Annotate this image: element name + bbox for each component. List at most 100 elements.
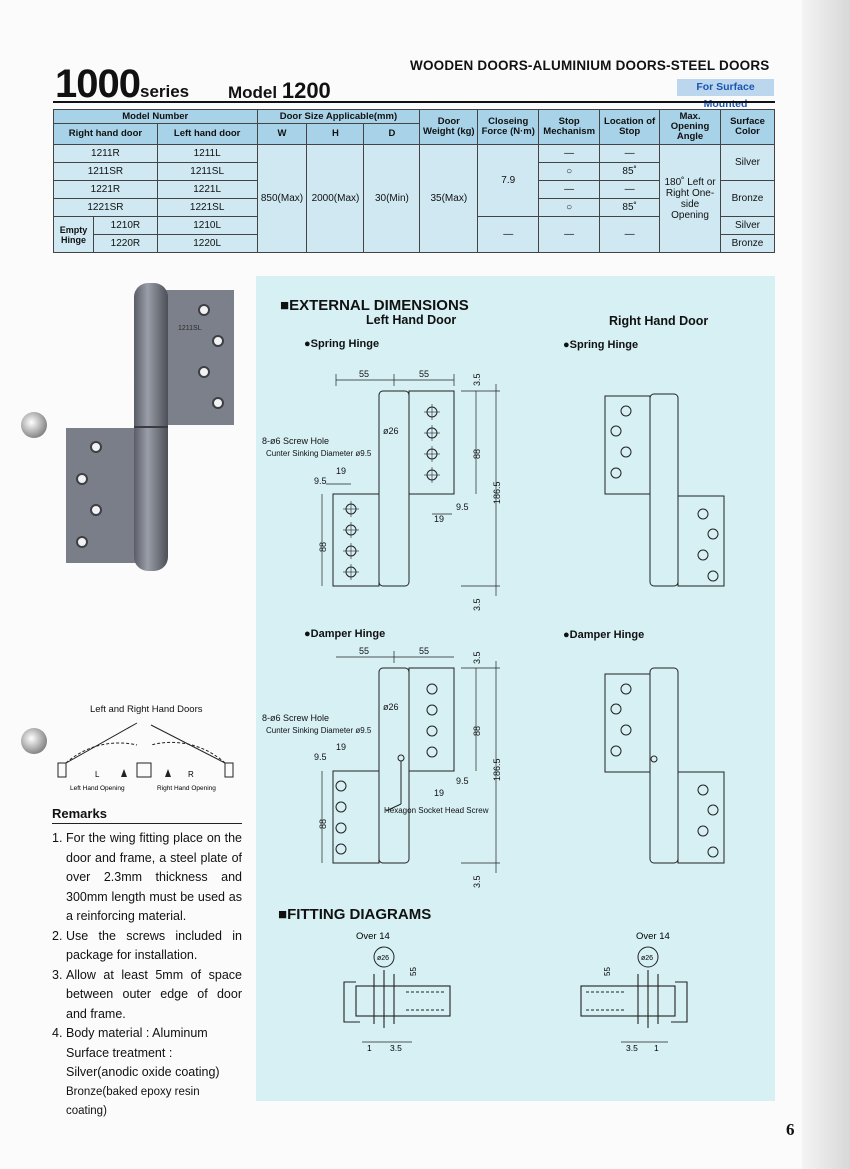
table-cell-color-silver: Silver [719, 144, 776, 181]
svg-text:9.5: 9.5 [314, 752, 327, 762]
fitting-diagrams-title: ■FITTING DIAGRAMS [278, 906, 432, 923]
svg-text:55: 55 [419, 646, 429, 656]
svg-text:9.5: 9.5 [456, 502, 469, 512]
center-frame [136, 762, 152, 778]
svg-text:19: 19 [434, 514, 444, 524]
table-cell-left: 1221SL [156, 198, 258, 217]
lower-leaf [677, 771, 725, 864]
table-cell-h: 2000(Max) [306, 144, 365, 253]
svg-text:55: 55 [419, 369, 429, 379]
door-section [580, 985, 676, 1017]
remark-item: 1.For the wing fitting place on the door… [52, 831, 242, 923]
svg-text:ø26: ø26 [377, 955, 389, 962]
left-swing-arc [65, 742, 138, 764]
page-number: 6 [786, 1120, 795, 1139]
remark-item: 4.Body material : Aluminum [52, 1026, 208, 1040]
table-cell-left: 1221L [156, 180, 258, 199]
svg-text:3.5: 3.5 [472, 651, 482, 664]
th-door-size: Door Size Applicable(mm) [256, 109, 421, 124]
knuckle-circle [637, 946, 659, 968]
remark-item: Silver(anodic oxide coating) [66, 1065, 220, 1079]
table-cell-color-bronze: Bronze [719, 180, 776, 217]
page-edge-shadow [802, 0, 850, 1169]
table-cell-stop: — [538, 216, 601, 253]
left-spring-drawing: 55 55 ø26 8-ø6 Screw Hole Cunter Sinking… [262, 369, 502, 611]
svg-text:9.5: 9.5 [456, 776, 469, 786]
svg-text:Hexagon Socket Head Screw: Hexagon Socket Head Screw [384, 806, 489, 815]
hinge-stamp: 1211SL [178, 325, 202, 332]
svg-text:8-ø6 Screw Hole: 8-ø6 Screw Hole [262, 713, 329, 723]
svg-text:19: 19 [434, 788, 444, 798]
table-cell-left: 1210L [156, 216, 258, 235]
th-width: W [256, 123, 308, 145]
hinge-screw-holes [76, 304, 224, 548]
svg-text:55: 55 [359, 369, 369, 379]
drawings-panel: ■EXTERNAL DIMENSIONS Left Hand Door Righ… [256, 276, 775, 1101]
dimension-lines [321, 374, 500, 596]
table-cell-force-empty: — [477, 216, 540, 253]
series-title: 1000series [55, 62, 189, 107]
surface-mounted-badge: For Surface Mounted [677, 79, 774, 110]
svg-text:3.5: 3.5 [472, 373, 482, 386]
svg-text:19: 19 [336, 466, 346, 476]
upper-leaf [604, 395, 651, 495]
barrel [378, 390, 410, 587]
series-number: 1000 [55, 62, 141, 106]
binder-hole-lower [21, 728, 47, 754]
svg-text:88: 88 [472, 449, 482, 459]
header-rule [53, 101, 775, 103]
table-cell-location: — [599, 144, 661, 163]
barrel [649, 667, 679, 864]
table-cell-left: 1220L [156, 234, 258, 253]
table-cell-stop: ○ [538, 198, 601, 217]
table-cell-right: 1221SR [53, 198, 158, 217]
table-cell-force: 7.9 [477, 144, 540, 217]
svg-text:3.5: 3.5 [390, 1043, 402, 1053]
table-cell-right: 1210R [92, 216, 158, 235]
left-hand-door-title: Left Hand Door [366, 313, 457, 327]
remark-item: 3.Allow at least 5mm of space between ou… [52, 967, 242, 1021]
remark-item: Surface treatment : [66, 1045, 173, 1060]
right-damper-drawing [604, 667, 725, 864]
th-closing-force: Closeing Force (N·m) [477, 109, 540, 145]
table-cell-color-silver: Silver [719, 216, 776, 235]
th-stop-mechanism: Stop Mechanism [538, 109, 601, 145]
model-number: 1200 [281, 78, 331, 103]
spring-hinge-right-label: ●Spring Hinge [563, 339, 639, 351]
svg-text:88: 88 [318, 542, 328, 552]
lower-leaf [677, 495, 725, 587]
svg-text:186.5: 186.5 [492, 481, 502, 504]
fitting-diagram-right: Over 14 ø26 55 3.5 1 [580, 931, 688, 1053]
left-frame [57, 762, 67, 778]
table-cell-color-bronze: Bronze [719, 234, 776, 253]
svg-text:3.5: 3.5 [626, 1043, 638, 1053]
upper-leaf [408, 667, 455, 772]
left-damper-drawing: 55 55 ø26 8-ø6 Screw Hole Cunter Sinking… [262, 646, 502, 888]
th-door-weight: Door Weight (kg) [419, 109, 479, 145]
hex-screw-icon [397, 754, 405, 762]
crosshairs [343, 404, 440, 580]
hinge-photo: 1211SL [66, 283, 234, 571]
svg-text:186.5: 186.5 [492, 758, 502, 781]
dimension-labels: 55 55 ø26 8-ø6 Screw Hole Cunter Sinking… [262, 646, 502, 888]
frame-section [343, 981, 360, 1023]
label-l: L [95, 770, 100, 779]
table-cell-left: 1211L [156, 144, 258, 163]
remarks-list: 1.For the wing fitting place on the door… [52, 829, 242, 1122]
svg-text:55: 55 [359, 646, 369, 656]
table-cell-location: — [599, 180, 661, 199]
svg-text:19: 19 [336, 742, 346, 752]
door-types-heading: WOODEN DOORS-ALUMINIUM DOORS-STEEL DOORS [410, 58, 770, 73]
svg-text:Cunter Sinking Diameter ø9.5: Cunter Sinking Diameter ø9.5 [266, 726, 372, 735]
table-cell-right: 1211R [53, 144, 158, 163]
hinge-section [637, 970, 659, 1028]
table-cell-right: 1220R [92, 234, 158, 253]
table-cell-right: 1221R [53, 180, 158, 199]
svg-text:1: 1 [367, 1043, 372, 1053]
dimension-lines [321, 651, 500, 873]
label-r: R [188, 770, 194, 779]
table-cell-weight: 35(Max) [419, 144, 479, 253]
remarks-title: Remarks [52, 806, 107, 821]
th-right-hand-door: Right hand door [53, 123, 158, 145]
